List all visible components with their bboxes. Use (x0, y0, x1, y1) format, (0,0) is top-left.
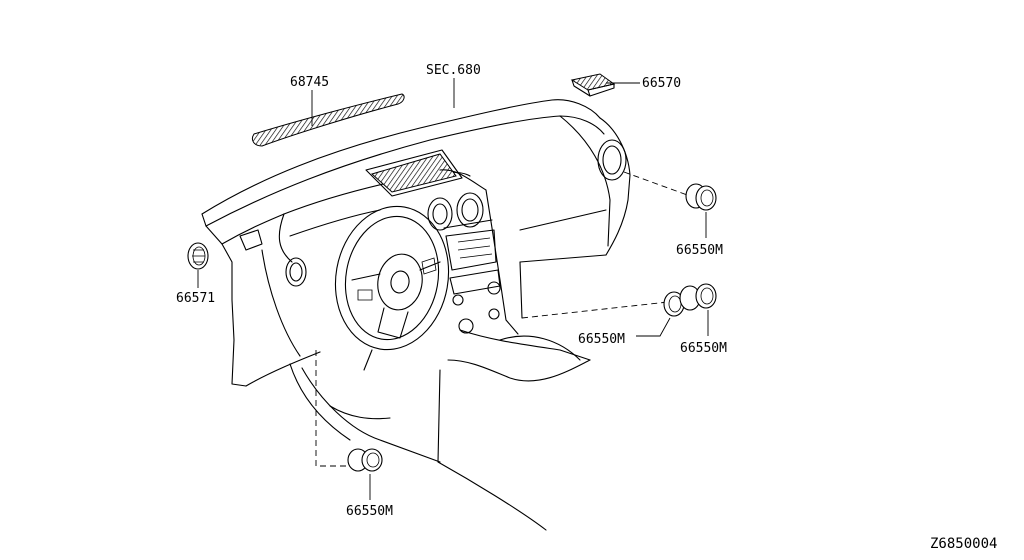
label-66550m-bottom: 66550M (346, 504, 393, 519)
label-68745: 68745 (290, 75, 329, 90)
part-66571-side-vent (187, 242, 209, 288)
label-66570: 66570 (642, 76, 681, 91)
label-66550m-right-top: 66550M (676, 243, 723, 258)
label-66550m-mid-right: 66550M (680, 341, 727, 356)
part-66550m-middle-pair (521, 283, 717, 337)
label-66550m-mid-left: 66550M (578, 332, 625, 347)
label-sec680: SEC.680 (426, 63, 481, 78)
defroster-grille-68745 (251, 90, 405, 147)
part-66550m-bottom (315, 350, 383, 500)
part-66550m-right-top (623, 171, 717, 238)
part-66570 (570, 73, 640, 97)
steering-wheel (334, 205, 450, 371)
label-66571: 66571 (176, 291, 215, 306)
diagram-code: Z6850004 (930, 536, 997, 552)
dashboard-body (201, 99, 631, 531)
